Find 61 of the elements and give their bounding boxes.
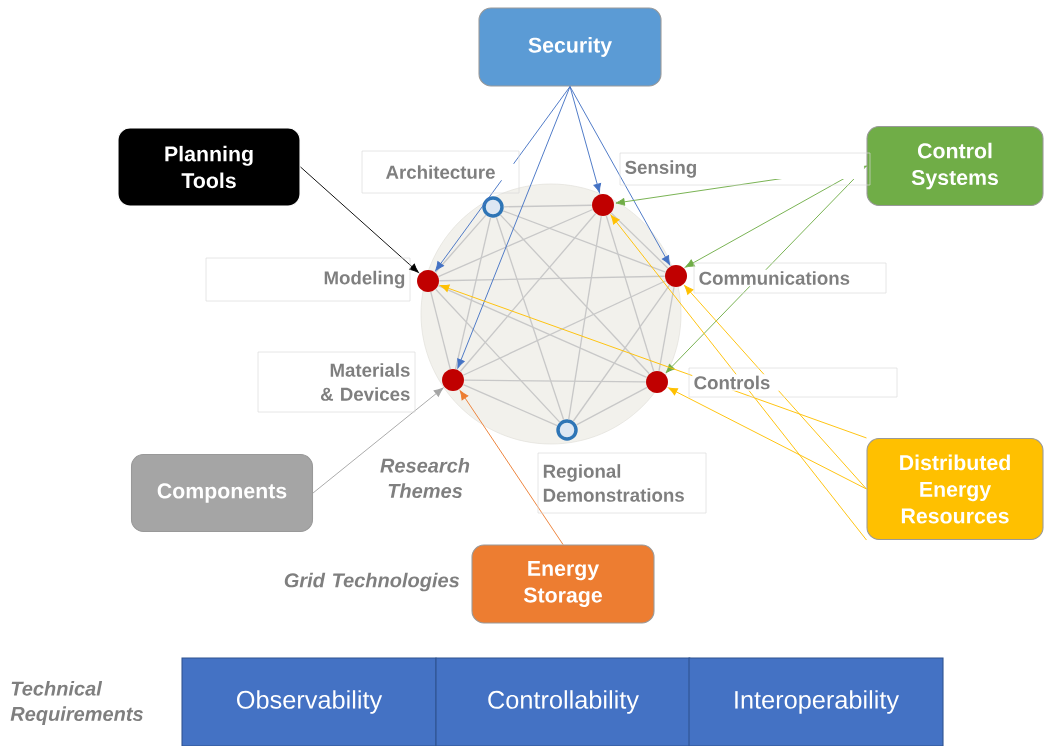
theme-label: Modeling — [205, 257, 411, 302]
connector-line — [459, 212, 597, 373]
theme-dot — [646, 371, 668, 393]
theme-dot — [442, 369, 464, 391]
connector-line — [462, 280, 667, 376]
arrow — [569, 86, 671, 266]
requirement-box: Interoperability — [688, 657, 944, 746]
theme-dot — [417, 270, 439, 292]
requirement-box: Observability — [181, 657, 437, 746]
process-box: Security — [478, 7, 662, 87]
connector-line — [658, 286, 675, 372]
process-box: Distributed Energy Resources — [866, 437, 1044, 541]
process-box: Planning Tools — [117, 127, 301, 207]
arrow — [684, 285, 867, 490]
connector-line — [438, 275, 666, 282]
connector-line — [435, 288, 561, 423]
connector-line — [495, 216, 565, 421]
connector-line — [463, 379, 647, 383]
arrow — [665, 165, 867, 374]
connector-line — [434, 214, 487, 274]
section-label: Grid Technologies — [284, 572, 460, 592]
process-box: Energy Storage — [471, 544, 655, 624]
connector-line — [605, 215, 655, 372]
connector-line — [437, 284, 648, 379]
connector-line — [437, 208, 594, 278]
theme-dot — [665, 265, 687, 287]
theme-label: Materials & Devices — [257, 351, 416, 413]
theme-ring — [482, 196, 504, 218]
theme-label: Regional Demonstrations — [537, 452, 707, 514]
connector-line — [430, 291, 451, 370]
connector-line — [462, 383, 558, 427]
connector-line — [503, 204, 593, 208]
process-box: Control Systems — [866, 125, 1044, 207]
arrow — [300, 166, 419, 273]
arrow — [569, 86, 602, 193]
connector-line — [575, 386, 648, 426]
arrow — [610, 214, 867, 541]
theme-label: Sensing — [619, 152, 871, 186]
theme-label: Controls — [688, 367, 898, 398]
arrow — [457, 86, 571, 369]
theme-circle — [420, 183, 682, 445]
arrow — [435, 86, 571, 271]
arrow — [439, 284, 867, 439]
arrow — [312, 387, 444, 494]
requirement-box: Controllability — [435, 657, 691, 746]
arrow — [459, 390, 564, 545]
arrow — [668, 387, 867, 490]
section-label: Technical Requirements — [10, 681, 143, 725]
arrow — [685, 165, 867, 268]
connector-line — [502, 210, 667, 273]
connector-line — [454, 216, 492, 370]
connector-line — [568, 215, 602, 421]
theme-label: Architecture — [361, 150, 520, 194]
theme-label: Communications — [693, 262, 887, 294]
connector-line — [572, 284, 671, 422]
connector-line — [499, 214, 650, 375]
theme-ring — [556, 419, 578, 441]
theme-dot — [592, 194, 614, 216]
section-label: Research Themes — [380, 458, 470, 498]
process-box: Components — [130, 453, 314, 533]
connector-line — [610, 212, 669, 269]
